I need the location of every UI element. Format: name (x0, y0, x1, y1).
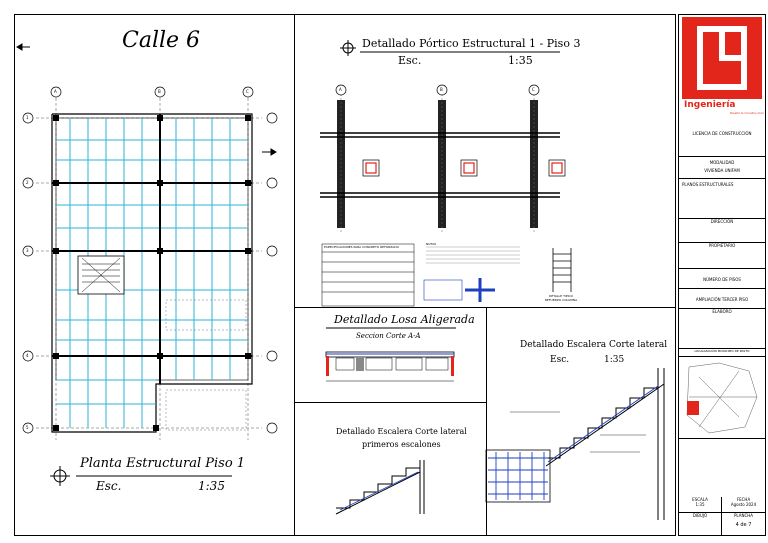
logo-mark-icon (697, 26, 747, 90)
sheet-frame (14, 14, 676, 536)
tb-propietario: PROPIETARIO (679, 243, 765, 269)
tb-numero-pisos: NÚMERO DE PISOS (679, 269, 765, 289)
tb-escala: ESCALA 1:35 (679, 497, 722, 513)
tb-plancha: PLANCHA 4 de 7 (722, 513, 765, 535)
tb-fecha: FECHA Agosto 2024 (722, 497, 765, 513)
plan-scale-label: Esc. (96, 479, 122, 493)
portico-scale-value: 1:35 (508, 54, 533, 67)
tb-licencia: LICENCIA DE CONSTRUCCIÓN (679, 121, 765, 157)
tb-modalidad: MODALIDAD VIVIENDA UNIFAM (679, 157, 765, 179)
portico-grid-a: A (339, 87, 342, 92)
tb-modalidad-label: MODALIDAD (709, 160, 735, 165)
tb-escala-label: ESCALA (692, 497, 708, 502)
grid-label-a: A (54, 89, 57, 94)
tb-location-map (679, 357, 765, 439)
grid-label-3: 3 (26, 248, 29, 253)
tb-elaboro: ELABORÓ (679, 309, 765, 349)
losa-section: Seccion Corte A-A (356, 332, 421, 340)
tb-fecha-label: FECHA (736, 497, 751, 502)
tb-fecha-value: Agosto 2024 (730, 502, 757, 507)
stair-lateral-scale-value: 1:35 (604, 355, 625, 365)
divider-vertical-lower (486, 307, 487, 536)
portico-detail-label: DETALLE TIPICO REFUERZO COLUMNA (544, 294, 578, 302)
portico-grid-b: B (440, 87, 443, 92)
grid-label-b: B (158, 89, 161, 94)
tb-plancha-value: 4 de 7 (735, 522, 752, 528)
stair-lateral-title: Detallado Escalera Corte lateral (520, 340, 668, 350)
tb-contenido: PLANOS ESTRUCTURALES (679, 179, 765, 219)
street-label: Calle 6 (122, 28, 201, 53)
grid-label-2: 2 (26, 180, 29, 185)
tb-dibujo: DIBUJÓ (679, 513, 722, 535)
portico-note-title2: NOTAS (426, 242, 437, 246)
losa-title: Detallado Losa Aligerada (334, 313, 475, 326)
tb-modalidad-value: VIVIENDA UNIFAM (704, 168, 740, 173)
grid-label-1: 1 (26, 115, 29, 120)
grid-label-4: 4 (26, 353, 29, 358)
grid-label-c: C (246, 89, 249, 94)
portico-grid-c: C (532, 87, 535, 92)
plan-title: Planta Estructural Piso 1 (80, 456, 246, 471)
divider-horizontal-lower (294, 402, 486, 403)
tb-direccion: DIRECCIÓN (679, 219, 765, 243)
divider-horizontal-mid (294, 307, 676, 308)
portico-title: Detallado Pórtico Estructural 1 - Piso 3 (362, 37, 581, 50)
portico-scale-label: Esc. (398, 54, 422, 67)
portico-note-title: ESPECIFICACIONES PARA CONCRETO REFORZADO (324, 245, 400, 249)
stair-first-title-line1: Detallado Escalera Corte lateral (336, 427, 467, 436)
plan-scale-value: 1:35 (198, 479, 225, 493)
stair-lateral-scale-label: Esc. (550, 355, 570, 365)
tb-escala-value: 1:35 (695, 502, 705, 507)
tb-localizacion: LOCALIZACIÓN MUNICIPIO DE PASTO (679, 349, 765, 357)
title-block: LICENCIA DE CONSTRUCCIÓN MODALIDAD VIVIE… (678, 14, 766, 536)
stair-first-title-line2: primeros escalones (362, 440, 441, 449)
company-logo (682, 17, 762, 99)
brand-name: Ingeniería (684, 100, 736, 110)
brand-sub: Diseño & Construcción (730, 111, 765, 115)
tb-ampliacion: AMPLIACIÓN TERCER PISO (679, 289, 765, 309)
grid-label-5: 5 (26, 425, 29, 430)
tb-plancha-label: PLANCHA (734, 513, 753, 518)
divider-vertical-main (294, 14, 295, 536)
